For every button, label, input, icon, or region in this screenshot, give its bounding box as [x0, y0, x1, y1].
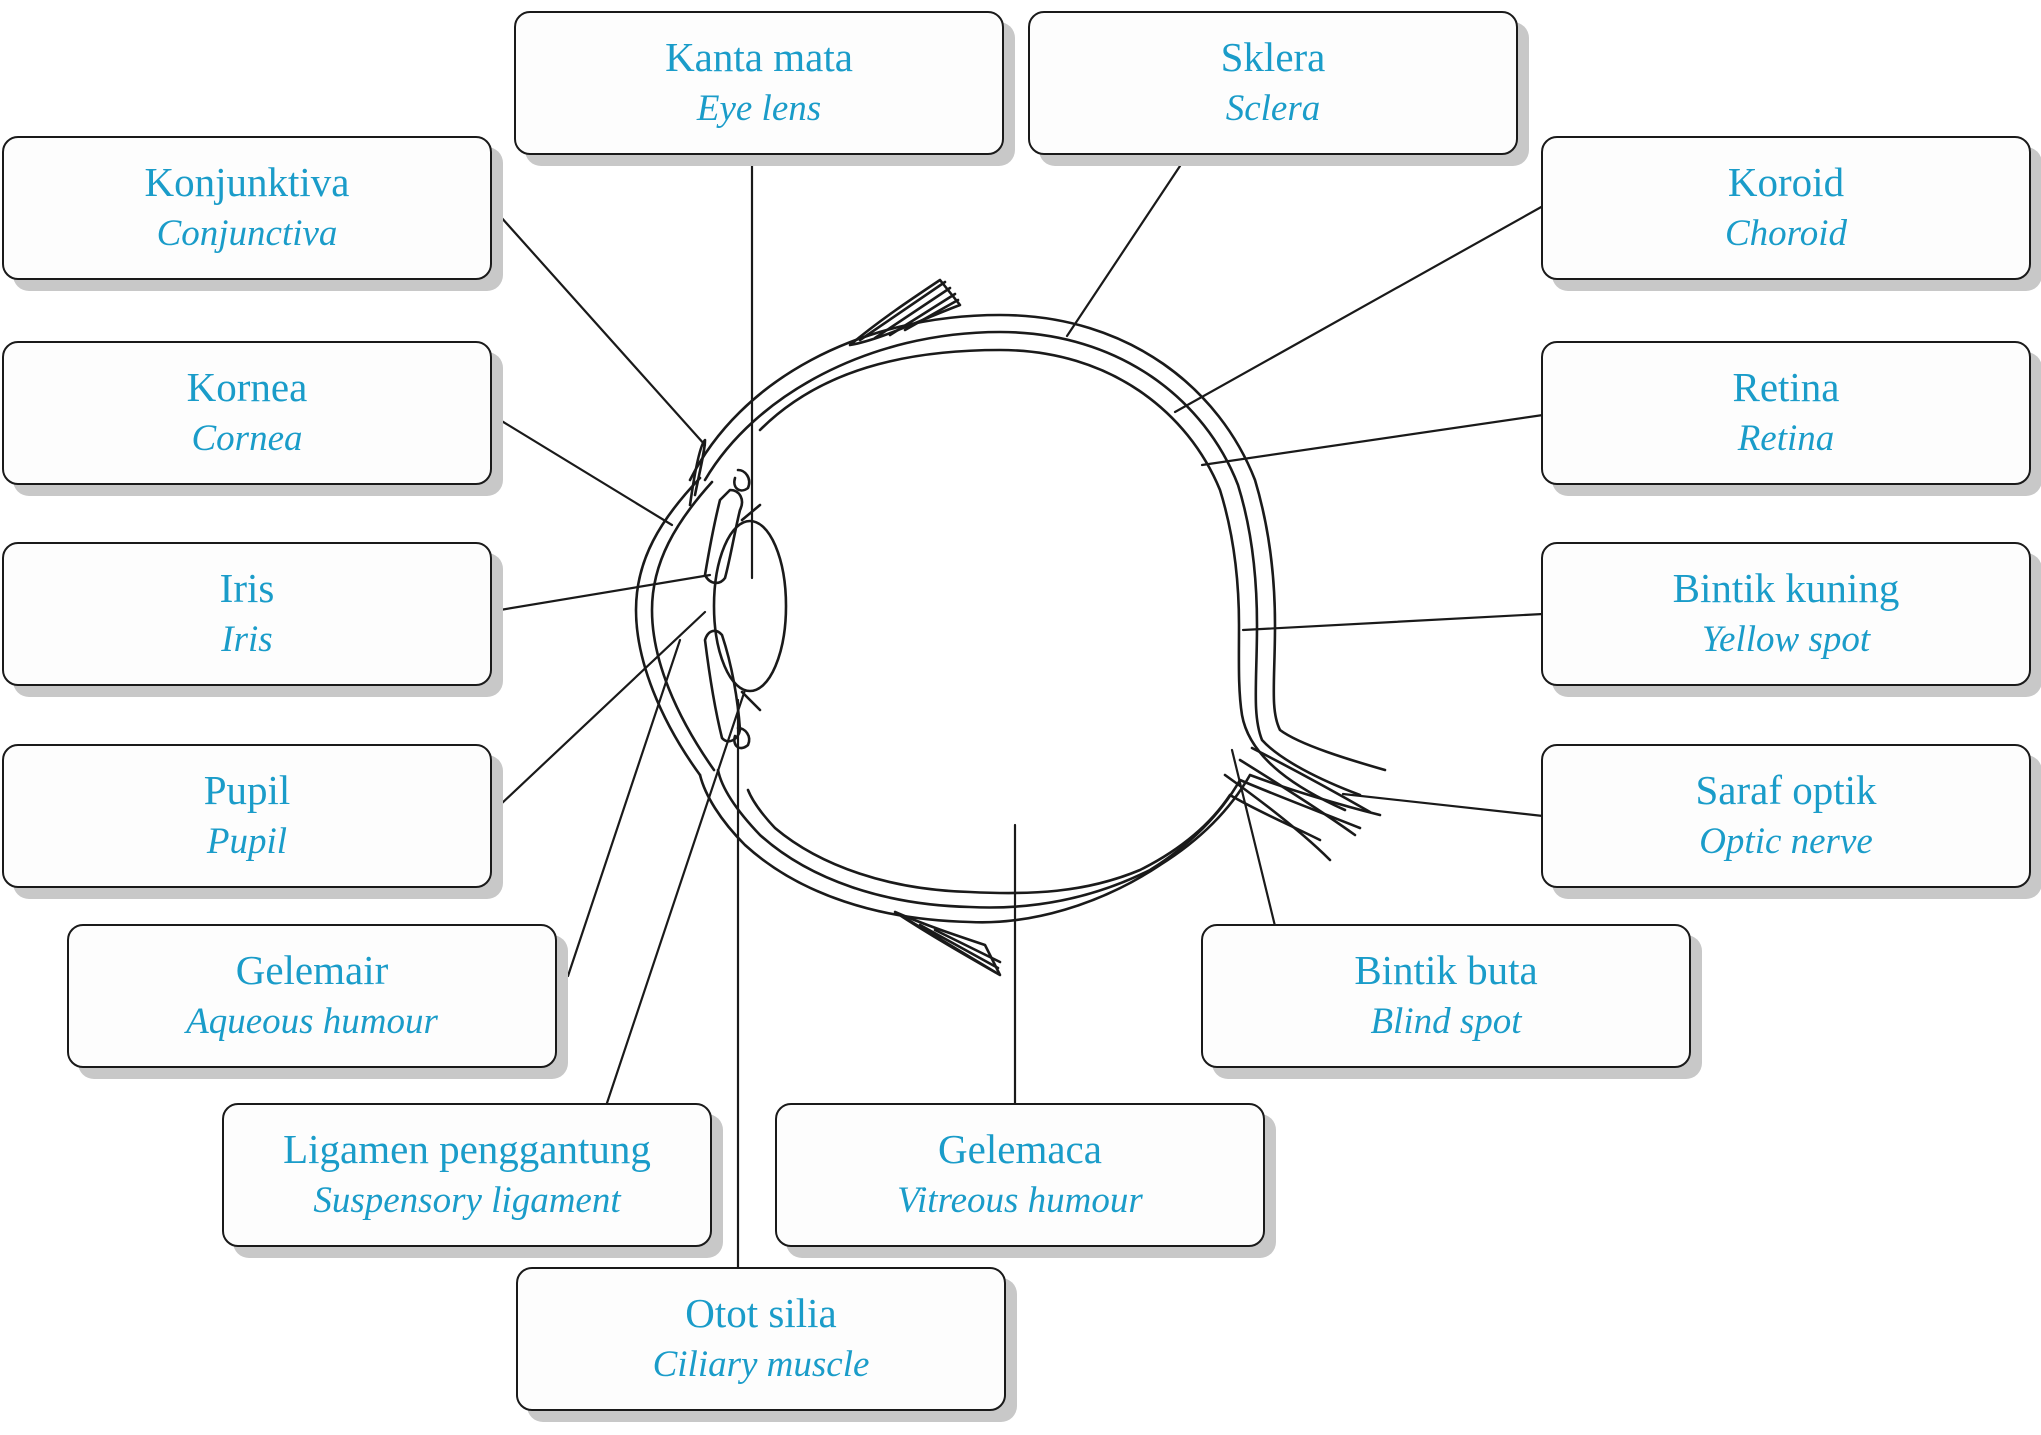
label-sklera: Sklera Sclera: [1028, 11, 1518, 155]
label-english: Vitreous humour: [897, 1180, 1143, 1221]
label-malay: Koroid: [1727, 159, 1845, 205]
label-malay: Iris: [219, 565, 275, 611]
label-kornea: Kornea Cornea: [2, 341, 492, 485]
label-malay: Ligamen penggantung: [283, 1126, 651, 1172]
label-malay: Sklera: [1220, 34, 1326, 80]
label-english: Ciliary muscle: [652, 1344, 870, 1385]
label-ligamen-penggantung: Ligamen penggantung Suspensory ligament: [222, 1103, 712, 1247]
label-english: Optic nerve: [1699, 821, 1873, 862]
label-english: Aqueous humour: [186, 1001, 438, 1042]
iris-lower: [703, 629, 742, 743]
label-gelemaca: Gelemaca Vitreous humour: [775, 1103, 1265, 1247]
label-retina: Retina Retina: [1541, 341, 2031, 485]
conjunctiva-flap: [688, 438, 707, 507]
label-bintik-buta: Bintik buta Blind spot: [1201, 924, 1691, 1068]
label-malay: Gelemair: [235, 947, 389, 993]
label-english: Suspensory ligament: [313, 1180, 621, 1221]
label-malay: Bintik kuning: [1672, 565, 1900, 611]
label-konjunktiva: Konjunktiva Conjunctiva: [2, 136, 492, 280]
upper-muscle: [848, 278, 962, 347]
label-malay: Otot silia: [685, 1290, 837, 1336]
eye-lens: [712, 519, 788, 693]
label-english: Choroid: [1725, 213, 1847, 254]
label-english: Yellow spot: [1701, 619, 1871, 660]
label-koroid: Koroid Choroid: [1541, 136, 2031, 280]
optic-nerve-bundle: [1223, 746, 1372, 862]
label-english: Cornea: [191, 418, 303, 459]
label-pupil: Pupil Pupil: [2, 744, 492, 888]
label-malay: Gelemaca: [938, 1126, 1102, 1172]
label-malay: Kanta mata: [665, 34, 853, 80]
label-malay: Saraf optik: [1695, 767, 1877, 813]
label-malay: Retina: [1732, 364, 1840, 410]
label-otot-silia: Otot silia Ciliary muscle: [516, 1267, 1006, 1411]
label-bintik-kuning: Bintik kuning Yellow spot: [1541, 542, 2031, 686]
sclera-outline: [688, 313, 1387, 924]
leader-lines: [498, 164, 1545, 1269]
label-iris: Iris Iris: [2, 542, 492, 686]
label-english: Sclera: [1225, 88, 1321, 129]
label-malay: Bintik buta: [1354, 947, 1538, 993]
iris-upper: [703, 488, 744, 585]
label-malay: Pupil: [203, 767, 291, 813]
label-malay: Kornea: [186, 364, 308, 410]
label-saraf-optik: Saraf optik Optic nerve: [1541, 744, 2031, 888]
label-english: Blind spot: [1370, 1001, 1522, 1042]
label-english: Retina: [1737, 418, 1835, 459]
choroid-outline: [703, 330, 1362, 909]
label-english: Iris: [221, 619, 273, 660]
label-english: Conjunctiva: [156, 213, 338, 254]
cornea-outline: [634, 476, 702, 777]
label-kanta-mata: Kanta mata Eye lens: [514, 11, 1004, 155]
label-gelemair: Gelemair Aqueous humour: [67, 924, 557, 1068]
label-english: Pupil: [206, 821, 288, 862]
retina-outline: [746, 348, 1347, 895]
label-english: Eye lens: [696, 88, 822, 129]
label-malay: Konjunktiva: [144, 159, 350, 205]
